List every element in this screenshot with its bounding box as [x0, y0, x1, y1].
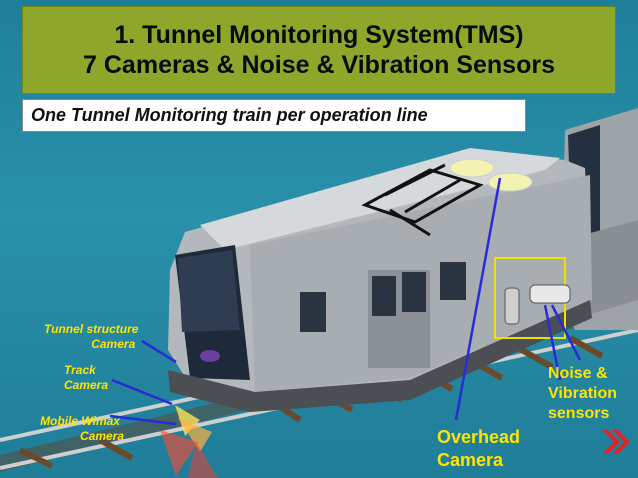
- label-tunnel-structure-line1: Tunnel structure: [44, 322, 139, 336]
- label-overhead-line2: Camera: [437, 450, 504, 470]
- label-noise-line3: sensors: [548, 405, 610, 422]
- chevron-logo-icon: [602, 430, 630, 454]
- label-track-camera: Track Camera: [64, 363, 108, 393]
- slide-subtitle: One Tunnel Monitoring train per operatio…: [22, 99, 526, 132]
- label-overhead-camera: Overhead Camera: [437, 426, 520, 472]
- callout-arrows: [109, 177, 582, 426]
- label-mobile-wimax-camera: Mobile Wimax Camera: [36, 414, 124, 444]
- label-track-line1: Track: [64, 363, 96, 377]
- label-mobile-line1: Mobile Wimax: [40, 414, 120, 428]
- label-noise-line2: Vibration: [548, 385, 618, 402]
- title-line-2: 7 Cameras & Noise & Vibration Sensors: [83, 51, 555, 79]
- label-noise-vibration-sensors: Noise & Vibration sensors: [548, 364, 617, 424]
- label-tunnel-structure-line2: Camera: [91, 337, 136, 351]
- camera-beams: [160, 405, 218, 478]
- label-track-line2: Camera: [64, 378, 109, 392]
- label-overhead-line1: Overhead: [437, 427, 521, 447]
- label-noise-line1: Noise &: [548, 365, 608, 382]
- train-car: [168, 148, 592, 412]
- title-line-1: 1. Tunnel Monitoring System(TMS): [114, 21, 524, 49]
- pantograph: [361, 163, 484, 237]
- slide-title: 1. Tunnel Monitoring System(TMS) 7 Camer…: [22, 6, 616, 94]
- noise-vibration-device: [504, 284, 571, 325]
- label-tunnel-structure-camera: Tunnel structure Camera: [44, 322, 138, 352]
- label-mobile-line2: Camera: [80, 429, 125, 443]
